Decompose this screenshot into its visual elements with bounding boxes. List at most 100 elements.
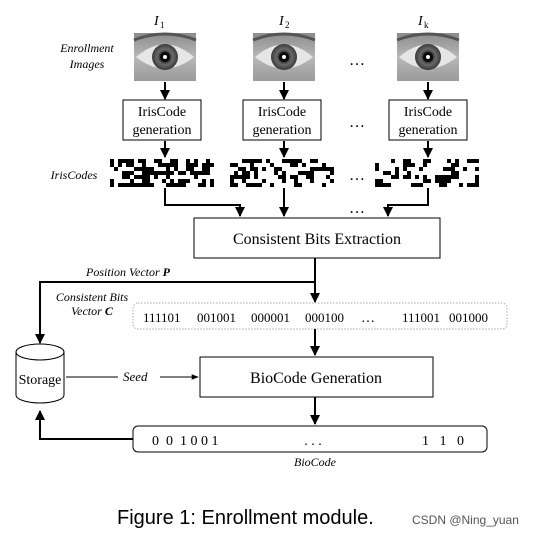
iriscode-bit [134,179,142,183]
consistent-bits-label-line2: Vector C [71,304,114,318]
iriscode-bit [234,167,238,171]
iriscode-bit [467,175,475,179]
iriscode-bit [166,179,170,183]
iriscode-bit [330,183,338,187]
iriscode-bit [459,175,463,179]
bit-vector-ellipsis: … [361,311,375,326]
consistent-bits-extraction-box: Consistent Bits Extraction [193,217,441,259]
iriscode-bit [130,167,134,171]
iriscode-bit [250,179,258,183]
iriscode-bit [411,175,415,179]
image-label-k: I k [417,14,429,30]
iriscode-bit [330,163,334,167]
iriscode-bit [399,175,403,179]
watermark: CSDN @Ning_yuan [412,513,519,527]
iriscode-bit [262,159,266,163]
iriscode-bit [471,163,475,167]
iriscode-bit [138,163,142,167]
iriscode-bit [475,171,479,175]
iriscode-bit [403,171,407,175]
iriscode-bit [375,171,383,175]
iriscode-bit [419,163,423,167]
consistent-bits-vector-text: Vector [71,304,105,318]
iriscode-generation-box-k: IrisCode generation [388,99,468,141]
iriscode-bit [278,159,282,163]
iriscode-bit [278,171,282,175]
iriscode-bit [387,175,391,179]
iriscode-bit [110,167,114,171]
iriscode-bit [443,163,451,167]
iriscode-gen-1-line2: generation [132,123,191,138]
arrow-code1-to-extraction [164,188,245,217]
image-label-k-letter: I [417,14,424,29]
iriscode-bit [467,179,475,183]
iriscode-bit [302,167,306,171]
arrow-position-vector-to-storage [35,258,316,344]
iriscode-bit [150,179,158,183]
iriscode-bit [258,167,262,171]
iriscode-bit [451,179,459,183]
iriscode-bit [455,167,459,171]
image-label-2-letter: I [278,14,285,29]
iriscode-bit [158,179,162,183]
iriscode-bit [258,175,262,179]
iriscode-bit [274,175,278,179]
iriscode-bit [110,175,114,179]
iriscode-bit [238,171,242,175]
iriscode-bit [230,159,234,163]
iriscode-bit [282,163,290,167]
iriscode-bit [182,167,186,171]
iriscode-bit [246,179,250,183]
position-vector-text: Position Vector [85,265,163,279]
iriscode-bit [391,163,395,167]
iriscode-bit [463,163,467,167]
iriscode-bit [387,179,391,183]
biocode-caption: BioCode [294,455,337,469]
iriscode-bit [150,175,154,179]
enrollment-images-label-line2: Images [69,57,105,71]
iriscode-bit [170,167,174,171]
iriscode-bit [318,171,322,175]
iriscode-bit [110,171,118,175]
iriscode-bit [114,183,118,187]
iriscode-gen-1-line1: IrisCode [138,105,186,120]
iriscode-bit [431,175,435,179]
iriscode-bit [326,171,330,175]
iriscode-bit [190,179,194,183]
iriscode-bit [286,175,290,179]
iriscode-bit [162,175,166,179]
iriscode-bit [415,171,419,175]
iriscode-bit [435,159,443,163]
iriscode-bit [246,167,250,171]
iriscode-bit [411,171,415,175]
iriscode-bit [447,171,451,175]
iriscode-bit [294,171,298,175]
iriscode-bit [114,159,118,163]
iriscode-bit [467,171,475,175]
iriscode-gen-2-line2: generation [252,123,311,138]
iriscode-bit [162,159,166,163]
consistent-bits-vector-box: 111101 001001 000001 000100 … 111001 001… [132,302,508,330]
iriscode-bit [290,179,294,183]
iriscode-bit [266,167,270,171]
figure-caption: Figure 1: Enrollment module. [117,507,374,529]
iriscode-bit [122,179,130,183]
iriscode-bit [206,183,210,187]
iriscode-bit [399,163,403,167]
iriscode-bit [274,159,278,163]
iriscode-bit [210,167,218,171]
iriscode-bit [330,175,334,179]
iriscodes-ellipsis: … [349,167,365,184]
image-label-1-letter: I [153,14,160,29]
iriscode-bit [423,183,431,187]
iriscode-bit [210,175,214,179]
iriscode-bit [134,163,138,167]
iriscode-bit [174,179,178,183]
iriscode-bit [274,183,282,187]
eye-image-1 [133,32,197,81]
iriscode-bit [318,175,326,179]
iriscode-bit [395,179,403,183]
iriscode-bit [118,179,122,183]
generation-ellipsis: … [349,114,365,131]
